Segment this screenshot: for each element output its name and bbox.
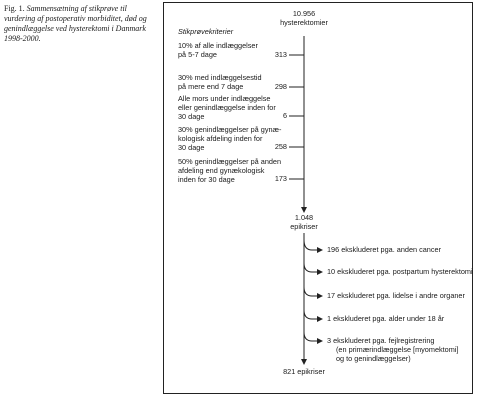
exclusion-5-line-2: (en primærindlæggelse [myomektomi]	[336, 345, 459, 354]
figure-caption: Fig. 1. Sammensætning af stikprøve til v…	[4, 4, 154, 44]
exclusion-5-line-3: og to genindlæggelser)	[336, 354, 411, 363]
middle-node-count: 1.048	[294, 213, 314, 222]
criterion-3-count: 6	[282, 111, 287, 120]
criterion-3-line-1: Alle mors under indlæggelse	[178, 94, 271, 103]
criterion-1-line-1: 10% af alle indlæggelser	[178, 41, 258, 50]
exclusion-branch-5	[303, 331, 323, 344]
criteria-header: Stikprøvekriterier	[178, 27, 234, 36]
middle-node-label: epikriser	[290, 222, 318, 231]
exclusion-1: 196 ekskluderet pga. anden cancer	[327, 245, 441, 254]
exclusion-5-line-1: 3 ekskluderet pga. fejlregistrering	[327, 336, 435, 345]
criterion-4-line-1: 30% genindlæggelser på gynæ-	[178, 125, 282, 134]
exclusion-branch-4	[303, 309, 323, 322]
criterion-5-line-2: afdeling end gynækologisk	[178, 166, 265, 175]
criterion-2-line-2: på mere end 7 dage	[178, 82, 244, 91]
criterion-3-line-3: 30 dage	[178, 112, 205, 121]
criterion-5-line-3: inden for 30 dage	[178, 175, 235, 184]
exclusion-branch-3	[303, 286, 323, 299]
exclusion-3: 17 ekskluderet pga. lidelse i andre orga…	[327, 291, 465, 300]
criterion-4-line-2: kologisk afdeling inden for	[178, 134, 263, 143]
criterion-4-line-3: 30 dage	[178, 143, 205, 152]
exclusion-branch-1	[303, 239, 323, 253]
criterion-5-line-1: 50% genindlæggelser på anden	[178, 157, 282, 166]
criterion-4-count: 258	[274, 142, 287, 151]
exclusion-2: 10 ekskluderet pga. postpartum hysterekt…	[327, 267, 473, 276]
criterion-2-line-1: 30% med indlæggelsestid	[178, 73, 262, 82]
exclusion-4: 1 ekskluderet pga. alder under 18 år	[327, 314, 445, 323]
criterion-3-line-2: eller genindlæggelse inden for	[178, 103, 276, 112]
criterion-1-line-2: på 5-7 dage	[178, 50, 217, 59]
bottom-node-label: 821 epikriser	[283, 367, 325, 376]
criterion-2-count: 298	[274, 82, 287, 91]
criterion-1-count: 313	[274, 50, 287, 59]
flowchart-frame	[163, 2, 473, 394]
top-node-label: hysterektomier	[280, 18, 328, 27]
figure-label: Fig. 1.	[4, 4, 25, 13]
criterion-5-count: 173	[274, 174, 287, 183]
figure-caption-text: Sammensætning af stikprøve til vurdering…	[4, 4, 147, 43]
top-node-count: 10.956	[292, 9, 316, 18]
exclusion-branch-2	[303, 262, 323, 275]
